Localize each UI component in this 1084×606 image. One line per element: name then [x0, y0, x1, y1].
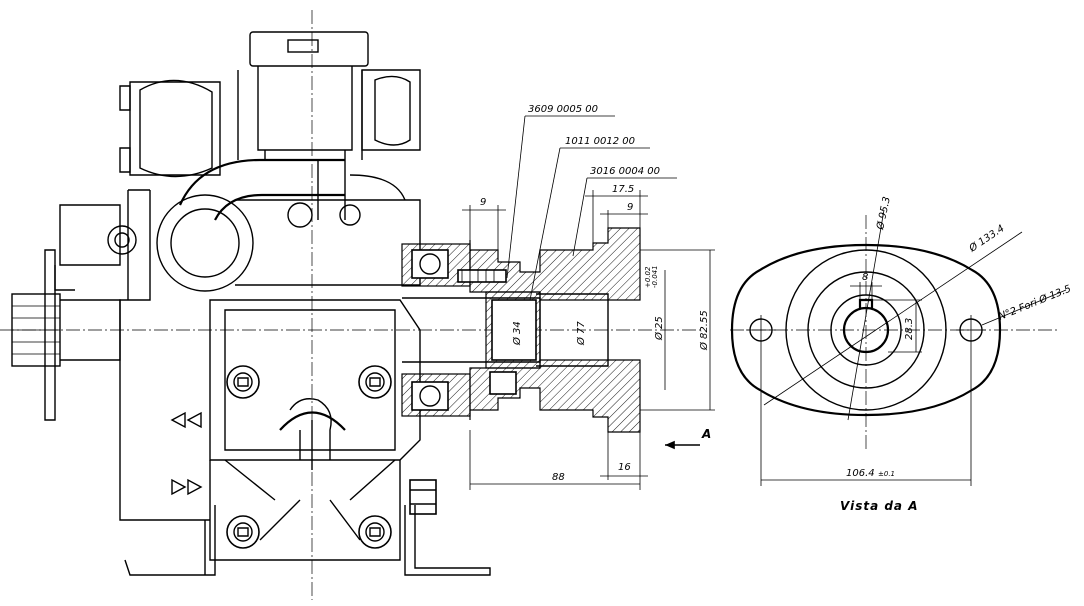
top-cap-slot [287, 39, 319, 53]
left-fitting-ring [107, 225, 137, 255]
dim-106-4-tol: ±0.1 [878, 470, 895, 478]
flange-lower-section [469, 359, 641, 433]
dim-phi-34: Ø 34 [511, 321, 523, 346]
dim-88: 88 [552, 472, 565, 483]
bearing-ball-lower [419, 385, 441, 407]
bearing-ball-upper [419, 253, 441, 275]
dim-9-left: 9 [480, 197, 486, 208]
holes-leader [981, 289, 1067, 326]
phi133-leader [763, 231, 1023, 406]
flange-upper-section [469, 227, 641, 301]
dim-9-right: 9 [627, 202, 633, 213]
shaft-bore [842, 306, 890, 354]
direction-arrows-left [170, 411, 202, 429]
dim-phi-82-55: Ø 82.55 [698, 310, 710, 351]
dim-phi-25-tol-dn: -0.041 [651, 265, 659, 288]
outer-ring [807, 271, 925, 389]
dim-phi-25: Ø 25 [653, 316, 665, 341]
dim-holes: N°2 Fori Ø 13.5 [997, 283, 1073, 323]
bolt-bottom-left [226, 515, 260, 549]
hollow-bore [536, 293, 609, 367]
dim-phi-25-tol-up: +0.02 [644, 266, 652, 288]
top-housing [257, 66, 353, 151]
screw-upper [457, 269, 507, 283]
keyway [858, 298, 874, 308]
dim-16: 16 [618, 462, 631, 473]
phi95-leader [847, 209, 885, 421]
bolt-bottom-right [358, 515, 392, 549]
dim-106-4: 106.4 [846, 468, 875, 479]
part-label-1: 3609 0005 00 [528, 104, 598, 115]
bent-pipe-inner [214, 193, 345, 221]
foot-left [124, 505, 216, 576]
direction-arrows-right [171, 478, 203, 496]
left-valve-block [129, 81, 221, 176]
screw-lower [489, 371, 517, 395]
body-left-outline [119, 190, 210, 521]
pump-body [0, 10, 700, 600]
foot-right [404, 505, 491, 576]
part-label-3: 3016 0004 00 [590, 166, 660, 177]
part-label-2: 1011 0012 00 [565, 136, 635, 147]
bolt-top-left [226, 365, 260, 399]
dim-phi-133-4: Ø 133.4 [966, 222, 1006, 255]
top-cap [249, 31, 369, 67]
bent-pipe-outer [178, 158, 345, 206]
pcd-circle [785, 249, 947, 411]
bolt-side [409, 479, 437, 515]
pipe-elbow-circle [156, 194, 254, 292]
dim-phi-77: Ø 77 [575, 321, 587, 346]
section-dimensions: 9 17.5 9 3609 0005 00 1011 0012 00 3016 … [462, 104, 715, 490]
left-fitting [59, 204, 121, 266]
dim-17-5: 17.5 [612, 184, 634, 195]
dim-key-8: 8 [862, 272, 868, 283]
flange-outline [730, 243, 1002, 417]
logo-mark [289, 398, 332, 460]
dim-28-3: 28.3 [904, 318, 915, 340]
bore-ring [830, 294, 902, 366]
view-a: Ø 95.3 Ø 133.4 N°2 Fori Ø 13.5 8 28.3 10… [730, 196, 1073, 513]
sectioned-assembly [401, 227, 641, 433]
view-title: Vista da A [840, 499, 919, 513]
view-arrow-label: A [701, 427, 712, 441]
dim-phi-95-3: Ø 95.3 [874, 196, 893, 232]
bolt-top-right [358, 365, 392, 399]
